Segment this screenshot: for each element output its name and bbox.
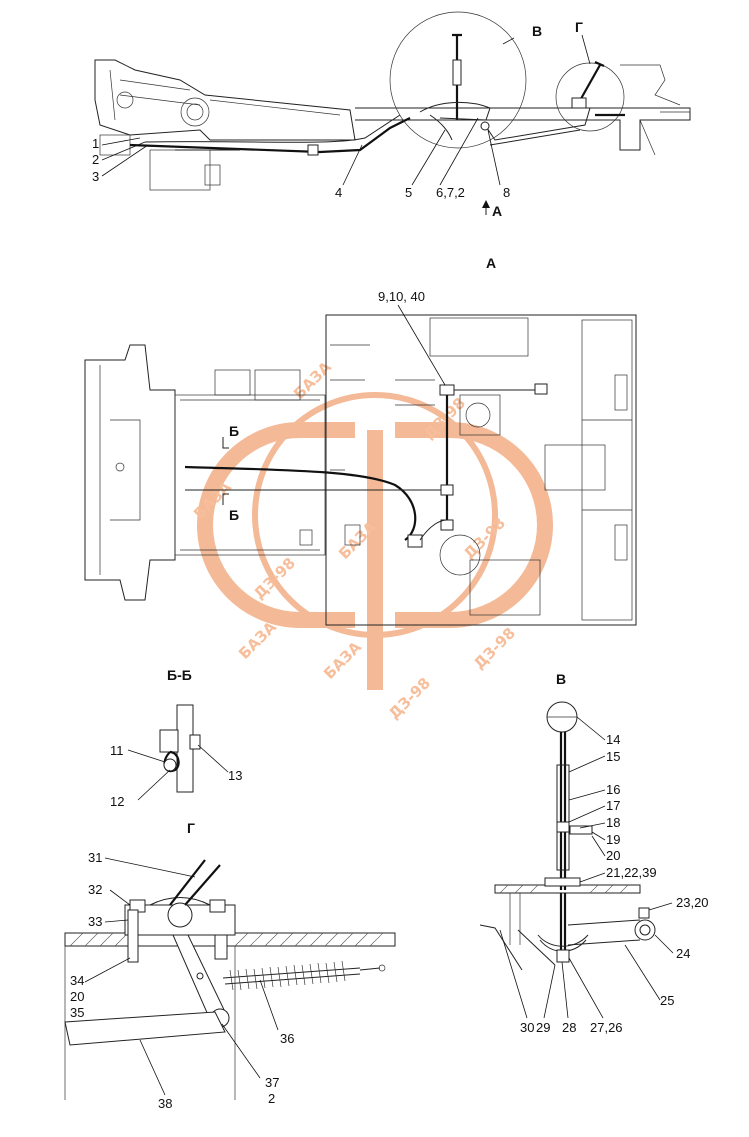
detail-g-title: Г	[187, 820, 195, 836]
callout-1: 1	[92, 136, 99, 151]
watermark-text: БАЗА	[235, 618, 280, 663]
callout-37: 37	[265, 1075, 279, 1090]
watermark-code: ДЗ-98	[250, 554, 299, 603]
callout-16: 16	[606, 782, 620, 797]
callout-18: 18	[606, 815, 620, 830]
callout-15: 15	[606, 749, 620, 764]
callout-4: 4	[335, 185, 342, 200]
callout-30: 30	[520, 1020, 534, 1035]
callout-3: 3	[92, 169, 99, 184]
callout-19: 19	[606, 832, 620, 847]
callout-34: 34	[70, 973, 84, 988]
callout-17: 17	[606, 798, 620, 813]
watermark-text: БАЗА	[320, 638, 365, 683]
plate-hatch	[69, 932, 384, 947]
callout-20: 20	[606, 848, 620, 863]
side-view: 1 2 3 4 5 6,7,2 8 А В Г	[92, 11, 691, 219]
callout-31: 31	[88, 850, 102, 865]
callout-21-22-39: 21,22,39	[606, 865, 657, 880]
watermark-text-group: БАЗА ДЗ-98 БАЗА ДЗ-98 БАЗА ДЗ-98 БАЗА ДЗ…	[190, 358, 519, 723]
watermark-text: БАЗА	[290, 358, 335, 403]
callout-13: 13	[228, 768, 242, 783]
callout-5: 5	[405, 185, 412, 200]
callout-20: 20	[70, 989, 84, 1004]
detail-circle-v	[389, 11, 527, 149]
section-mark-bottom: Б	[229, 507, 239, 523]
callout-32: 32	[88, 882, 102, 897]
detail-g: Г 31 32	[64, 820, 396, 1111]
circle-label-g: Г	[575, 19, 583, 35]
circle-label-v: В	[532, 23, 542, 39]
watermark-logo-icon	[197, 392, 553, 690]
section-title: Б-Б	[167, 667, 192, 683]
detail-v-title: В	[556, 671, 566, 687]
callout-38: 38	[158, 1096, 172, 1111]
watermark-code: ДЗ-98	[460, 514, 509, 563]
detail-circle-g	[555, 62, 625, 132]
watermark-code: ДЗ-98	[385, 674, 434, 723]
plan-view: А Б Б	[84, 255, 637, 626]
section-view: Б-Б 11 12 13	[110, 667, 242, 809]
callout-33: 33	[88, 914, 102, 929]
callout-35: 35	[70, 1005, 84, 1020]
callout-6-7-2: 6,7,2	[436, 185, 465, 200]
callout-12: 12	[110, 794, 124, 809]
callout-14: 14	[606, 732, 620, 747]
callout-36: 36	[280, 1031, 294, 1046]
callout-29: 29	[536, 1020, 550, 1035]
callout-28: 28	[562, 1020, 576, 1035]
callout-8: 8	[503, 185, 510, 200]
callout-11: 11	[110, 743, 124, 758]
callout-25: 25	[660, 993, 674, 1008]
view-arrow-label: А	[492, 203, 502, 219]
callout-2: 2	[92, 152, 99, 167]
plan-callout: 9,10, 40	[378, 289, 425, 304]
callout-23-20: 23,20	[676, 895, 709, 910]
callout-2: 2	[268, 1091, 275, 1106]
plan-title: А	[486, 255, 496, 271]
detail-v: В	[479, 671, 709, 1035]
callout-27-26: 27,26	[590, 1020, 623, 1035]
watermark-code: ДЗ-98	[470, 624, 519, 673]
section-mark-top: Б	[229, 423, 239, 439]
callout-24: 24	[676, 946, 690, 961]
watermark: БАЗА ДЗ-98 БАЗА ДЗ-98 БАЗА ДЗ-98 БАЗА ДЗ…	[190, 358, 553, 723]
